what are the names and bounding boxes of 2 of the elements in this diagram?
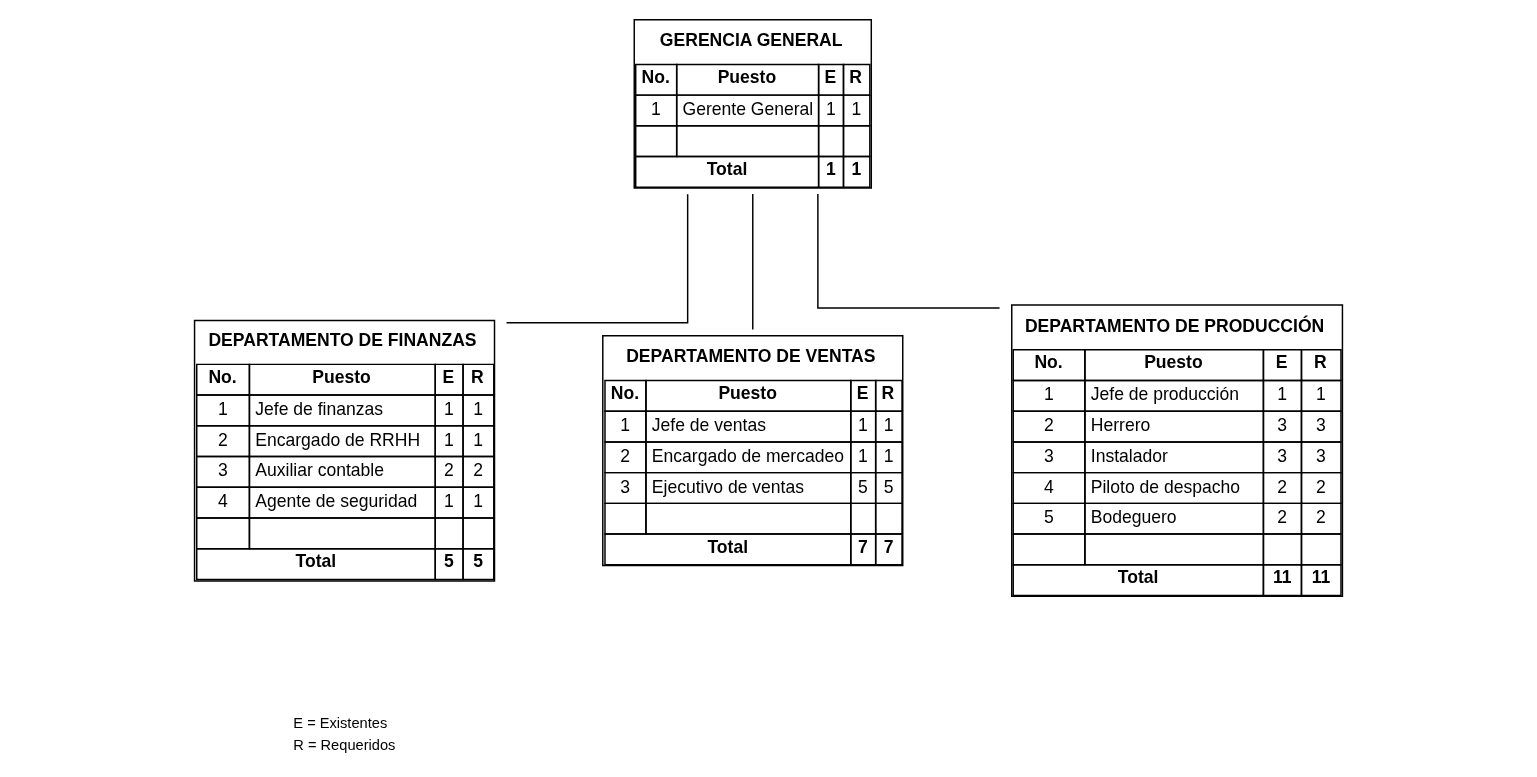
label: E = Existentes [293, 714, 388, 731]
label: R = Requeridos [293, 736, 396, 753]
